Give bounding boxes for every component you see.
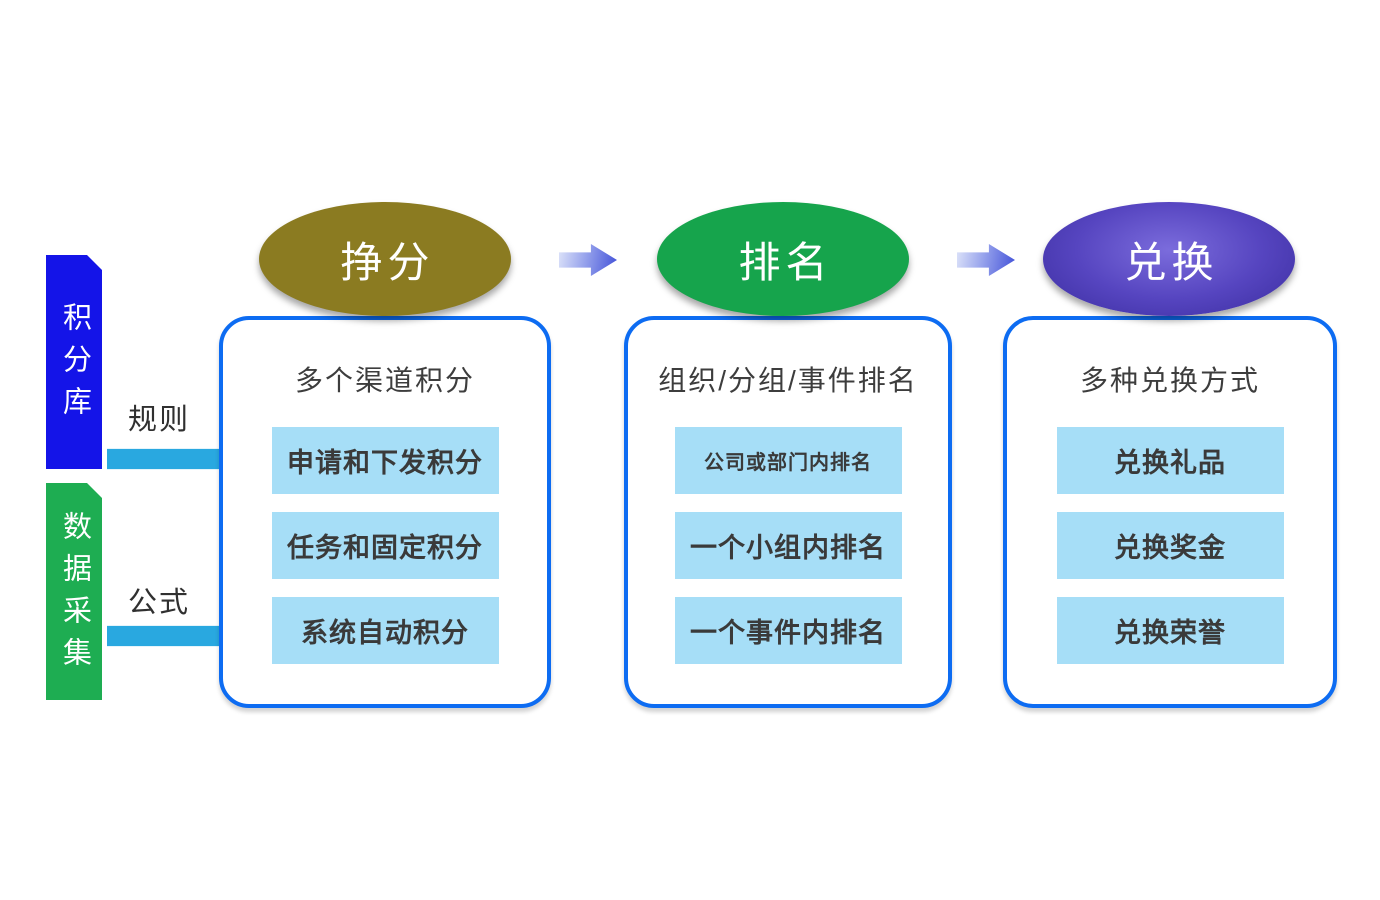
stage-ellipse-earn-points: 挣分 xyxy=(259,202,511,316)
source-bar-points-store: 积分库 xyxy=(46,255,102,469)
stage-box-redeem: 多种兑换方式 兑换礼品 兑换奖金 兑换荣誉 xyxy=(1003,316,1337,708)
stage-box-redeem-items: 兑换礼品 兑换奖金 兑换荣誉 xyxy=(1056,426,1284,664)
stage-box-earn-points-title: 多个渠道积分 xyxy=(294,365,475,396)
box-item-system-auto-points: 系统自动积分 xyxy=(271,596,499,664)
box-item-redeem-bonus: 兑换奖金 xyxy=(1056,511,1284,579)
box-item-event-ranking: 一个事件内排名 xyxy=(674,596,902,664)
box-item-company-department-ranking: 公司或部门内排名 xyxy=(674,426,902,494)
stage-ellipse-earn-points-label: 挣分 xyxy=(340,238,435,286)
flow-arrow-icon-earn-to-rank xyxy=(559,244,617,276)
source-bar-data-collection: 数据采集 xyxy=(46,483,102,700)
stage-box-redeem-title: 多种兑换方式 xyxy=(1079,365,1260,396)
stage-ellipse-ranking: 排名 xyxy=(657,202,909,316)
source-bar-points-store-label: 积分库 xyxy=(58,302,91,428)
stage-box-earn-points-items: 申请和下发积分 任务和固定积分 系统自动积分 xyxy=(271,426,499,664)
source-bar-data-collection-label: 数据采集 xyxy=(58,510,91,679)
flow-arrow-icon-rank-to-redeem xyxy=(957,244,1015,276)
rule-arrow-label: 规则 xyxy=(128,404,191,436)
stage-ellipse-redeem-label: 兑换 xyxy=(1124,238,1219,286)
stage-box-ranking-title: 组织/分组/事件排名 xyxy=(658,365,918,396)
box-item-group-ranking: 一个小组内排名 xyxy=(674,511,902,579)
stage-box-earn-points: 多个渠道积分 申请和下发积分 任务和固定积分 系统自动积分 xyxy=(219,316,551,708)
box-item-task-fixed-points: 任务和固定积分 xyxy=(271,511,499,579)
formula-arrow-label: 公式 xyxy=(128,587,191,619)
box-item-apply-issue-points: 申请和下发积分 xyxy=(271,426,499,494)
box-item-redeem-gifts: 兑换礼品 xyxy=(1056,426,1284,494)
stage-box-ranking: 组织/分组/事件排名 公司或部门内排名 一个小组内排名 一个事件内排名 xyxy=(624,316,952,708)
stage-box-ranking-items: 公司或部门内排名 一个小组内排名 一个事件内排名 xyxy=(674,426,902,664)
stage-ellipse-redeem: 兑换 xyxy=(1043,202,1295,316)
stage-ellipse-ranking-label: 排名 xyxy=(738,238,833,286)
box-item-redeem-honor: 兑换荣誉 xyxy=(1056,596,1284,664)
